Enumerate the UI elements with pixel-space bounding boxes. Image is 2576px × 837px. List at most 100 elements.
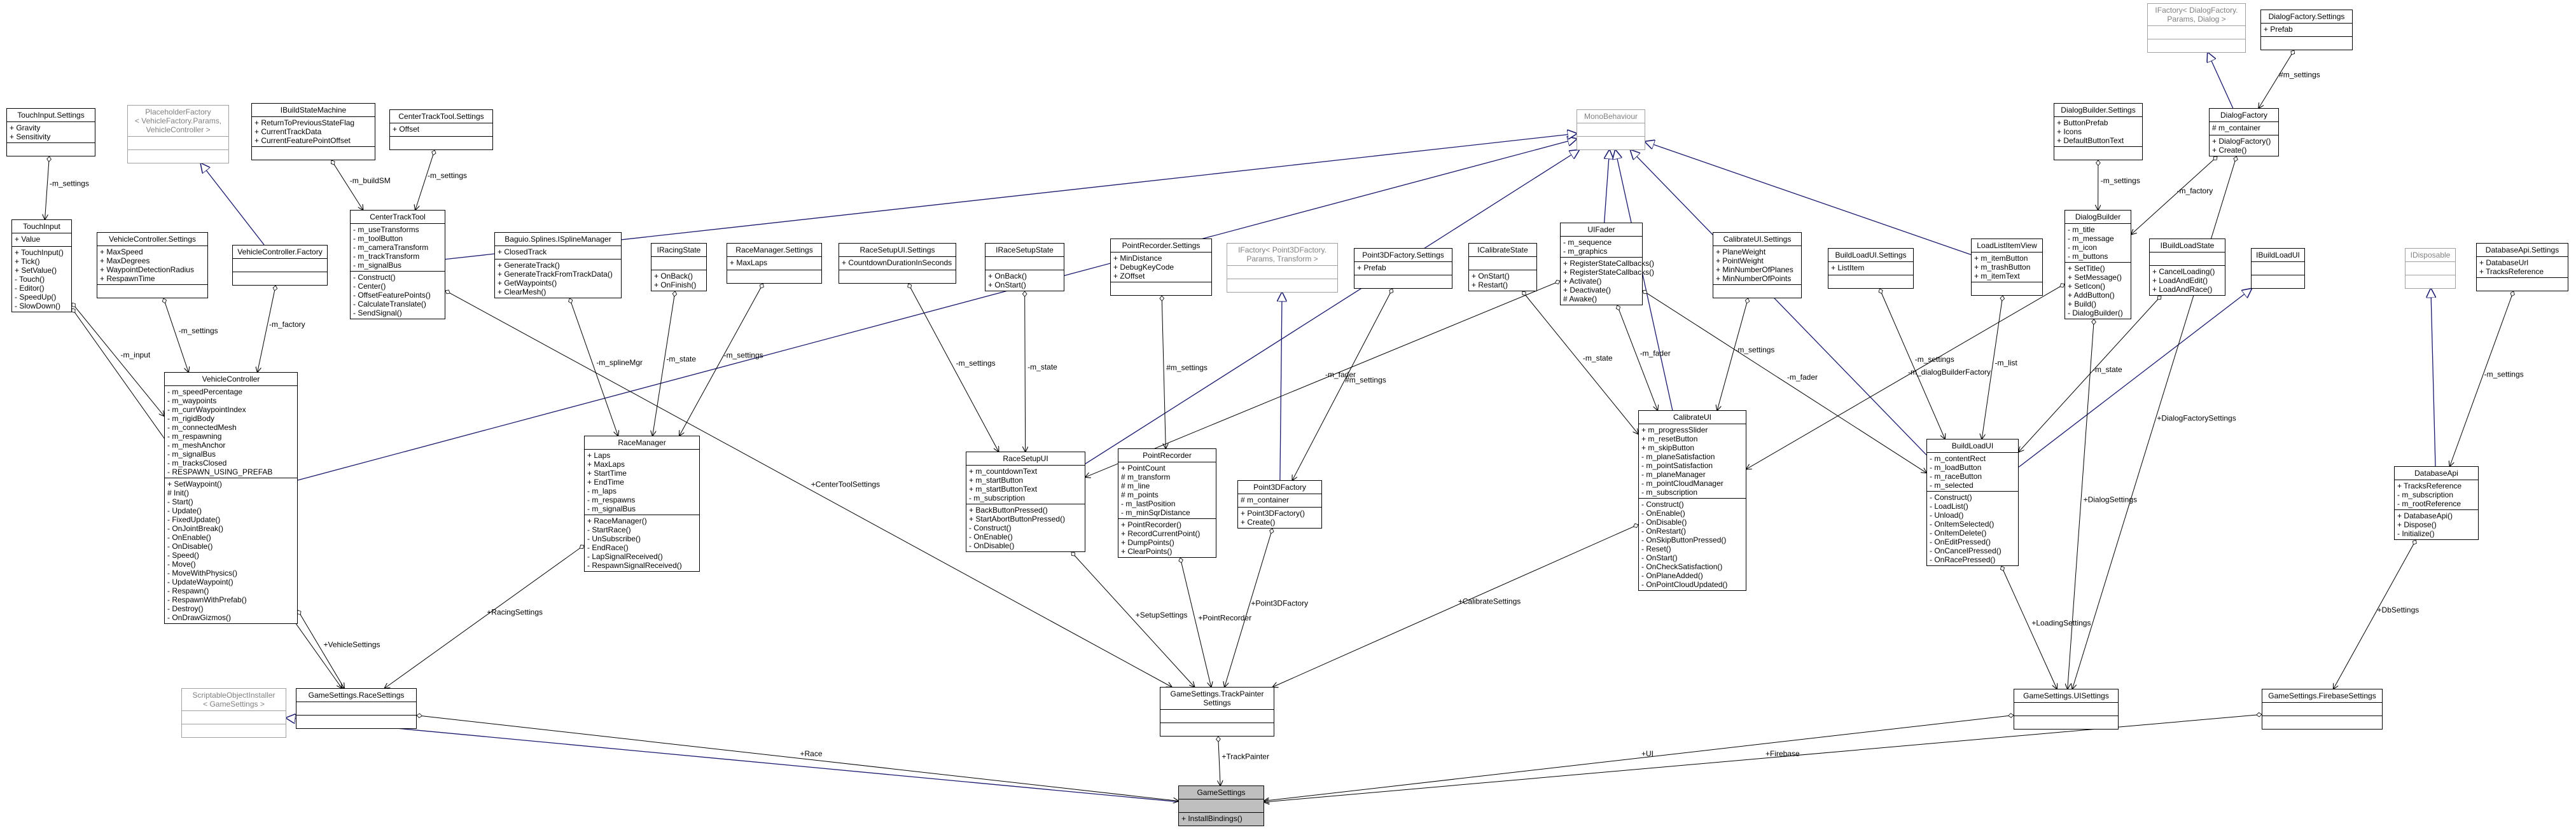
attributes-section: + MinDistance+ DebugKeyCode+ ZOffset — [1111, 252, 1211, 282]
attributes-section: + MaxSpeed+ MaxDegrees+ WaypointDetectio… — [97, 246, 207, 285]
attributes-line: - m_icon — [2068, 243, 2098, 252]
association-line — [1225, 529, 1272, 687]
operations-section: + BackButtonPressed()+ StartAbortButtonP… — [966, 504, 1085, 551]
attributes-line: - m_minSqrDistance — [1121, 508, 1190, 517]
class-database-api-settings[interactable]: DatabaseApi.Settings+ DatabaseUrl+ Track… — [2476, 243, 2568, 291]
class-scriptable-object-installer[interactable]: ScriptableObjectInstaller < GameSettings… — [181, 688, 286, 738]
class-dialog-builder[interactable]: DialogBuilder- m_title- m_message- m_ico… — [2064, 210, 2131, 319]
attributes-section — [2014, 703, 2118, 716]
association-label: +LoadingSettings — [2031, 619, 2091, 628]
attributes-line: + m_startButton — [969, 476, 1024, 485]
class-ifactory-dialog[interactable]: IFactory< DialogFactory. Params, Dialog … — [2147, 3, 2246, 53]
class-iracing-state[interactable]: IRacingState+ OnBack()+ OnFinish() — [651, 243, 707, 291]
operations-section: + InstallBindings() — [1179, 813, 1264, 826]
class-build-load-uisettings[interactable]: BuildLoadUI.Settings+ ListItem — [1828, 248, 1914, 289]
class-point-recorder-settings[interactable]: PointRecorder.Settings+ MinDistance+ Deb… — [1110, 239, 1212, 296]
class-point3-dfactory-settings[interactable]: Point3DFactory.Settings+ Prefab — [1354, 248, 1452, 289]
operations-line: - OnItemSelected() — [1930, 520, 1995, 529]
class-uifader[interactable]: UIFader- m_sequence- m_graphics+ Registe… — [1560, 223, 1654, 305]
class-title: PointRecorder — [1118, 449, 1216, 462]
class-ibuild-load-ui[interactable]: IBuildLoadUI — [2251, 248, 2305, 289]
operations-line: - Start() — [167, 497, 193, 506]
inheritance-line — [286, 718, 1179, 803]
class-load-list-item-view[interactable]: LoadListItemView+ m_itemButton+ m_trashB… — [1971, 239, 2043, 296]
association-line — [569, 298, 618, 436]
association-label: #m_settings — [2279, 71, 2320, 80]
operations-line: + OnStart() — [988, 280, 1026, 289]
class-calibrate-ui[interactable]: CalibrateUI+ m_progressSlider+ m_resetBu… — [1638, 410, 1746, 591]
class-dialog-factory[interactable]: DialogFactory# m_container+ DialogFactor… — [2209, 108, 2279, 156]
operations-line: + Dispose() — [2397, 520, 2437, 529]
class-gsrace[interactable]: GameSettings.RaceSettings — [296, 688, 417, 729]
class-point-recorder[interactable]: PointRecorder+ PointCount# m_transform# … — [1118, 448, 1216, 558]
class-irace-setup-state[interactable]: IRaceSetupState+ OnBack()+ OnStart() — [985, 243, 1064, 291]
class-center-track-tool[interactable]: CenterTrackTool- m_useTransforms- m_tool… — [350, 210, 445, 319]
attributes-line: - m_sequence — [1563, 238, 1612, 247]
operations-section — [1828, 275, 1913, 288]
class-touch-input[interactable]: TouchInput+ Value+ TouchInput()+ Tick()+… — [11, 219, 72, 312]
operations-line: + SetMessage() — [2068, 273, 2122, 282]
class-title: GameSettings.FirebaseSettings — [2262, 689, 2382, 703]
attributes-line: - m_message — [2068, 234, 2114, 243]
inheritance-line — [2431, 289, 2435, 467]
attributes-line: - m_buttons — [2068, 252, 2108, 261]
operations-line: - EndRace() — [587, 543, 629, 552]
operations-section — [2477, 278, 2568, 291]
operations-line: - OnDisable() — [167, 542, 213, 551]
class-race-manager[interactable]: RaceManager+ Laps+ MaxLaps+ StartTime+ E… — [584, 436, 700, 572]
class-build-load-ui[interactable]: BuildLoadUI- m_contentRect- m_loadButton… — [1926, 439, 2019, 566]
class-mono-behaviour[interactable]: MonoBehaviour — [1577, 109, 1645, 150]
attributes-section — [296, 702, 416, 716]
class-dialog-factory-settings[interactable]: DialogFactory.Settings+ Prefab — [2260, 10, 2353, 50]
class-ibuild-state-machine[interactable]: IBuildStateMachine+ ReturnToPreviousStat… — [251, 103, 375, 160]
class-race-setup-ui[interactable]: RaceSetupUI+ m_countdownText+ m_startBut… — [966, 452, 1085, 552]
operations-line: - OnDrawGizmos() — [167, 613, 232, 622]
class-touch-input-settings[interactable]: TouchInput.Settings+ Gravity+ Sensitivit… — [6, 108, 95, 156]
association-label: -m_state — [2092, 365, 2122, 374]
class-ifactory-point3-d[interactable]: IFactory< Point3DFactory. Params, Transf… — [1227, 243, 1338, 293]
class-database-api[interactable]: DatabaseApi+ TracksReference- m_subscrip… — [2394, 466, 2479, 540]
class-title: GameSettings.TrackPainter Settings — [1160, 688, 1274, 710]
attributes-line: + ListItem — [1831, 263, 1865, 272]
class-calibrate-uisettings[interactable]: CalibrateUI.Settings+ PlaneWeight+ Point… — [1713, 232, 1802, 298]
class-baguio-splines[interactable]: Baguio.Splines.ISplineManager+ ClosedTra… — [494, 232, 622, 298]
class-icalibrate-state[interactable]: ICalibrateState+ OnStart()+ Restart() — [1468, 243, 1537, 291]
operations-section: - Construct()- LoadList()- Unload()- OnI… — [1927, 492, 2018, 565]
association-line — [2068, 319, 2094, 689]
operations-line: - OnStart() — [1641, 553, 1678, 562]
class-point3-dfactory[interactable]: Point3DFactory# m_container+ Point3DFact… — [1237, 480, 1322, 529]
class-title: RaceManager — [585, 436, 699, 450]
class-vehicle-controller[interactable]: VehicleController- m_speedPercentage- m_… — [164, 372, 298, 624]
class-ibuild-load-state[interactable]: IBuildLoadState+ CancelLoading()+ LoadAn… — [2149, 239, 2225, 296]
operations-line: - Update() — [167, 506, 202, 515]
class-race-setup-uisettings[interactable]: RaceSetupUI.Settings+ CountdownDurationI… — [839, 243, 956, 284]
attributes-line: - RESPAWN_USING_PREFAB — [167, 467, 273, 476]
attributes-section — [182, 711, 286, 724]
attributes-line: - m_meshAnchor — [167, 441, 226, 450]
class-gstrack-painter[interactable]: GameSettings.TrackPainter Settings — [1160, 687, 1274, 737]
class-idisposable[interactable]: IDisposable — [2405, 248, 2456, 289]
class-game-settings[interactable]: GameSettings+ InstallBindings() — [1178, 785, 1264, 826]
class-vehicle-controller-settings[interactable]: VehicleController.Settings+ MaxSpeed+ Ma… — [97, 232, 208, 298]
class-gsfirebase[interactable]: GameSettings.FirebaseSettings — [2262, 689, 2383, 730]
operations-section — [233, 272, 327, 285]
class-title: VehicleController.Settings — [97, 233, 207, 246]
operations-section — [252, 147, 375, 160]
operations-line: - OnSkipButtonPressed() — [1641, 536, 1727, 544]
operations-line: + Activate() — [1563, 277, 1602, 286]
class-dialog-builder-settings[interactable]: DialogBuilder.Settings+ ButtonPrefab+ Ic… — [2054, 103, 2143, 160]
attributes-section: + m_countdownText+ m_startButton+ m_star… — [966, 466, 1085, 504]
attributes-line: # m_line — [1121, 481, 1150, 490]
class-center-track-tool-settings[interactable]: CenterTrackTool.Settings+ Offset — [389, 109, 493, 150]
class-gsui[interactable]: GameSettings.UISettings — [2014, 689, 2119, 730]
attributes-line: + StartTime — [587, 469, 627, 478]
class-placeholder-factory[interactable]: PlaceholderFactory < VehicleFactory.Para… — [127, 105, 229, 163]
attributes-line: + PointWeight — [1716, 256, 1764, 265]
operations-section — [2262, 716, 2382, 729]
attributes-line: + m_startButtonText — [969, 485, 1038, 494]
class-vehicle-controller-factory[interactable]: VehicleController.Factory — [232, 245, 328, 286]
attributes-line: + CurrentFeaturePointOffset — [254, 136, 351, 145]
operations-section: - Construct()- Center()- OffsetFeaturePo… — [351, 272, 445, 319]
operations-line: - Construct() — [1641, 500, 1684, 509]
class-race-manager-settings[interactable]: RaceManager.Settings+ MaxLaps — [727, 243, 822, 284]
